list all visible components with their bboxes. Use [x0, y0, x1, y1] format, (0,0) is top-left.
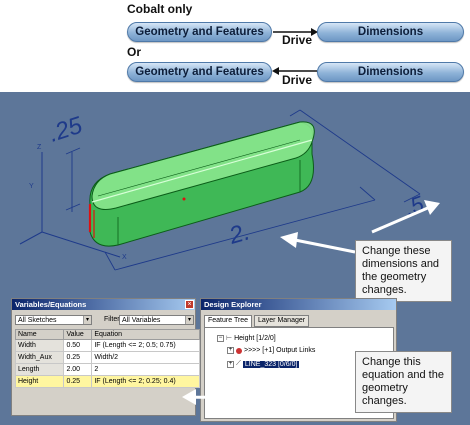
equation-arrow — [182, 377, 356, 405]
caption-or: Or — [127, 45, 142, 59]
chevron-down-icon: ▾ — [185, 316, 193, 324]
viewport-drawing: Z Y X .25 2. .5 — [19, 109, 440, 271]
arrow-right-icon — [273, 28, 318, 36]
column-header-value[interactable]: Value — [63, 329, 93, 340]
arrow-left-icon — [272, 67, 317, 75]
drive-label-2: Drive — [282, 73, 313, 87]
variable-name: Height — [14, 375, 65, 388]
variable-equation[interactable]: IF (Length <= 2; 0.25; 0.4) — [91, 375, 200, 388]
sketch-filter-value: All Sketches — [18, 317, 57, 324]
variable-equation[interactable]: IF (Length <= 2; 0.5; 0.75) — [91, 339, 200, 352]
dimensions-pill-2: Dimensions — [317, 62, 464, 82]
drive-label-1: Drive — [282, 33, 313, 47]
tree-node-label: LINE_323 [0/6/0] — [242, 360, 300, 368]
dimensions-callout: Change these dimensions and the geometry… — [355, 240, 452, 302]
variable-equation[interactable]: Width/2 — [91, 351, 200, 364]
variable-filter-select[interactable]: All Variables ▾ — [119, 315, 194, 325]
cad-viewport[interactable]: Z Y X .25 2. .5 — [0, 92, 470, 425]
dimension-icon: ⊢ — [226, 335, 233, 342]
column-header-name[interactable]: Name — [14, 329, 65, 340]
tree-node-height[interactable]: − ⊢ Height [1/2/0] — [217, 334, 276, 342]
tab-feature-tree[interactable]: Feature Tree — [204, 315, 253, 327]
sketch-filter-select[interactable]: All Sketches ▾ — [15, 315, 92, 325]
design-explorer-title: Design Explorer — [201, 299, 396, 310]
tree-node-label: Height [1/2/0] — [234, 334, 276, 342]
line-icon: ⟋ — [236, 360, 241, 367]
variables-panel-title: Variables/Equations — [12, 299, 195, 310]
table-row[interactable]: Width_Aux 0.25 Width/2 — [14, 351, 200, 364]
tree-node-line[interactable]: + ⟋ LINE_323 [0/6/0] — [227, 360, 300, 368]
variable-value[interactable]: 0.25 — [63, 375, 93, 388]
variable-filter-value: All Variables — [122, 317, 161, 324]
link-icon — [236, 347, 242, 354]
variables-close-icon[interactable]: × — [185, 300, 194, 309]
axis-y-label: Y — [29, 183, 34, 190]
variable-name: Length — [14, 363, 65, 376]
column-header-equation[interactable]: Equation — [91, 329, 200, 340]
chevron-down-icon: ▾ — [83, 316, 91, 324]
variables-equations-panel[interactable]: Variables/Equations × All Sketches ▾ Fil… — [11, 298, 200, 416]
dimension-length-text[interactable]: 2. — [225, 218, 253, 250]
dimensions-pill-1: Dimensions — [317, 22, 464, 42]
variable-name: Width_Aux — [14, 351, 65, 364]
dimension-width-text[interactable]: .25 — [46, 112, 87, 148]
collapse-icon[interactable]: − — [217, 334, 224, 342]
variable-value[interactable]: 2.00 — [63, 363, 93, 376]
extruded-slot[interactable] — [88, 121, 315, 247]
equation-callout: Change this equation and the geometry ch… — [355, 351, 452, 413]
caption-cobalt-only: Cobalt only — [127, 2, 193, 16]
table-row[interactable]: Length 2.00 2 — [14, 363, 200, 376]
filter-label: Filter — [104, 316, 120, 323]
dimension-lines — [65, 109, 421, 271]
variable-value[interactable]: 0.25 — [63, 351, 93, 364]
variable-name: Width — [14, 339, 65, 352]
expand-icon[interactable]: + — [227, 360, 234, 368]
geometry-features-pill-1: Geometry and Features — [127, 22, 272, 42]
expand-icon[interactable]: + — [227, 347, 234, 354]
tree-node-label: >>>> [+1] Output Links — [244, 347, 316, 354]
table-row[interactable]: Width 0.50 IF (Length <= 2; 0.5; 0.75) — [14, 339, 200, 352]
axis-triad — [19, 152, 121, 258]
axis-z-label: Z — [37, 144, 42, 151]
callout-arrows — [280, 200, 440, 254]
tab-layer-manager[interactable]: Layer Manager — [254, 315, 310, 327]
variable-value[interactable]: 0.50 — [63, 339, 93, 352]
axis-x-label: X — [122, 254, 127, 261]
top-diagram: Cobalt only Geometry and Features Drive … — [0, 0, 470, 92]
table-row-highlighted[interactable]: Height 0.25 IF (Length <= 2; 0.25; 0.4) — [14, 375, 200, 388]
tree-node-output-links[interactable]: + >>>> [+1] Output Links — [227, 347, 315, 354]
variables-table: Name Value Equation Width 0.50 IF (Lengt… — [14, 329, 200, 388]
geometry-features-pill-2: Geometry and Features — [127, 62, 272, 82]
